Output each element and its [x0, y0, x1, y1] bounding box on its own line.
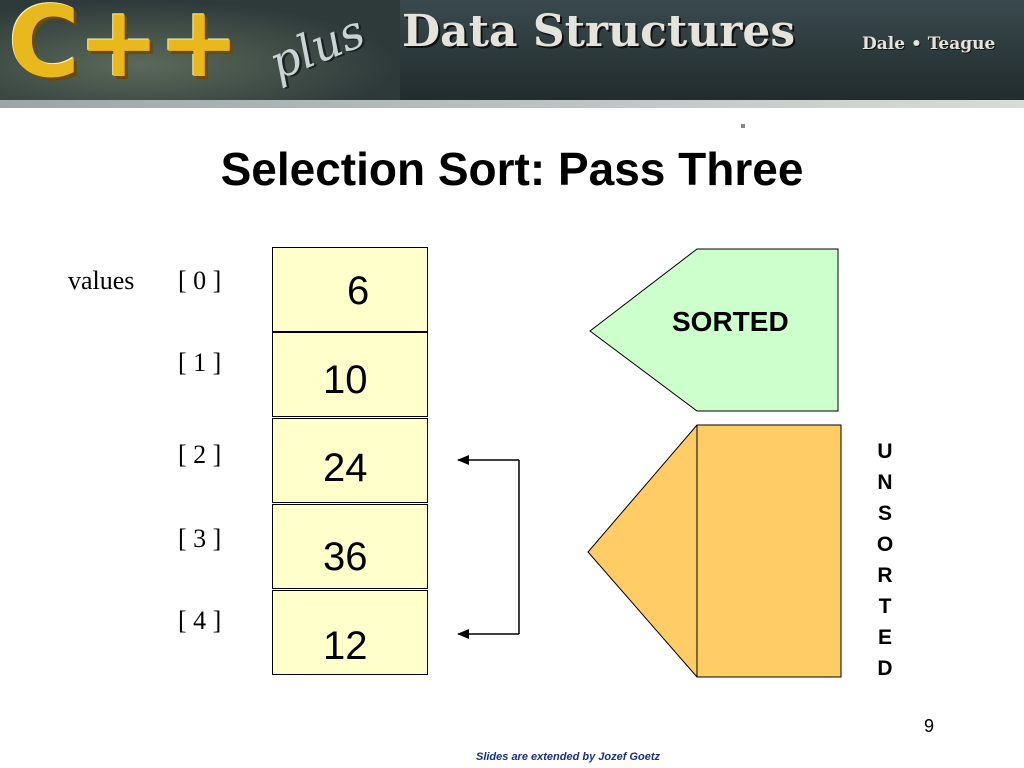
unsorted-letter: D	[877, 657, 893, 680]
sorted-label: SORTED	[672, 306, 789, 337]
array-cell-3: 36	[272, 504, 428, 589]
index-label-4: [ 4 ]	[178, 606, 222, 635]
banner-underline	[0, 100, 1024, 108]
cell-value-0: 6	[347, 269, 370, 313]
unsorted-letter: N	[877, 471, 893, 494]
decorative-speck	[741, 124, 745, 128]
cell-value-3: 36	[323, 535, 368, 579]
unsorted-region-shape	[587, 424, 842, 678]
cell-value-4: 12	[323, 624, 368, 668]
array-cell-4: 12	[272, 590, 428, 675]
cell-value-2: 24	[323, 446, 368, 490]
array-cell-0: 6	[272, 247, 428, 332]
header-banner: C++ plus Data Structures Dale • Teague	[0, 0, 1024, 108]
index-label-1: [ 1 ]	[178, 348, 222, 377]
unsorted-letter: S	[877, 502, 892, 525]
banner-artwork	[0, 0, 400, 108]
unsorted-letter: U	[877, 440, 893, 463]
unsorted-label: U N S O R T E D	[872, 436, 898, 684]
unsorted-letter: O	[876, 533, 894, 556]
array-cell-2: 24	[272, 418, 428, 503]
index-label-2: [ 2 ]	[178, 440, 222, 469]
footer-credit: Slides are extended by Jozef Goetz	[475, 751, 660, 763]
cell-value-1: 10	[323, 358, 368, 402]
swap-arrows	[457, 455, 520, 639]
index-label-0: [ 0 ]	[178, 266, 222, 295]
array-cell-1: 10	[272, 332, 428, 417]
unsorted-letter: R	[877, 564, 893, 587]
slide-title: Selection Sort: Pass Three	[220, 143, 804, 195]
logo-cpp: C++	[8, 0, 240, 100]
sorted-region-shape	[589, 248, 839, 412]
banner-authors: Dale • Teague	[862, 34, 996, 54]
array-name-label: values	[68, 266, 135, 295]
unsorted-letter: E	[877, 626, 892, 649]
unsorted-letter: T	[878, 595, 892, 618]
banner-title: Data Structures	[402, 6, 796, 57]
index-label-3: [ 3 ]	[178, 524, 222, 553]
page-number: 9	[924, 716, 935, 736]
